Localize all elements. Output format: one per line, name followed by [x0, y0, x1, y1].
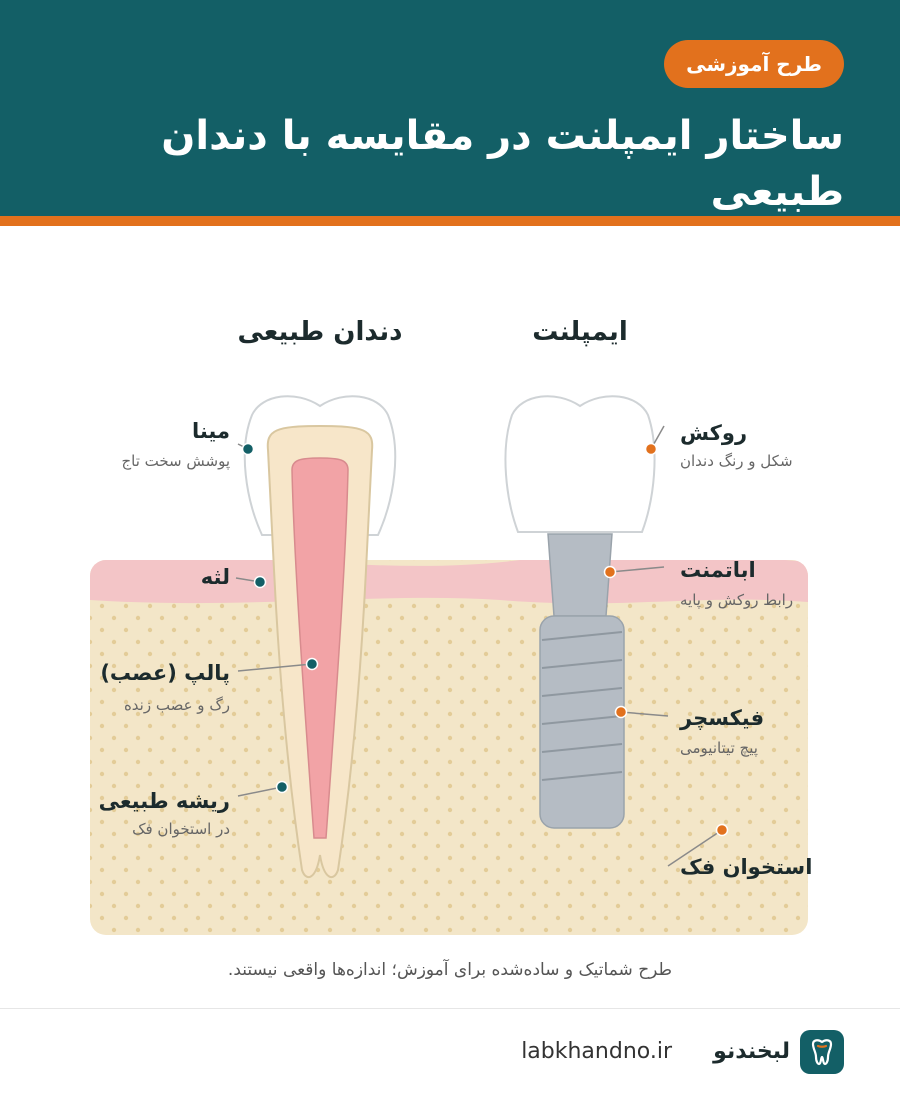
crown-sublabel: شکل و رنگ دندان [680, 452, 793, 470]
enamel-label: مینا [192, 419, 230, 443]
natural-pulp [291, 457, 349, 839]
page-title: ساختار ایمپلنت در مقایسه با دندان طبیعی [161, 113, 844, 215]
pulp-marker [305, 657, 319, 671]
natural-tooth [243, 395, 397, 879]
jaw-section [90, 560, 808, 935]
website-link[interactable]: labkhandno.ir [521, 1039, 672, 1064]
brand-logo[interactable] [800, 1030, 844, 1074]
natural-tooth-heading: دندان طبیعی [238, 317, 403, 347]
category-badge: طرح آموزشی [664, 40, 844, 88]
callout-fixture: فیکسچر پیچ تیتانیومی [614, 705, 764, 758]
callout-pulp: پالپ (عصب) رگ و عصب زنده [100, 657, 319, 714]
pulp-label: پالپ (عصب) [100, 661, 230, 685]
crown-label: روکش [680, 421, 747, 445]
callout-bone: استخوان فک [667, 823, 812, 879]
diagram-caption: طرح شماتیک و ساده‌شده برای آموزش؛ اندازه… [227, 960, 673, 980]
callout-crown: روکش شکل و رنگ دندان [644, 421, 793, 470]
callout-abutment: اباتمنت رابط روکش و پایه [603, 558, 793, 610]
fixture-marker [614, 705, 628, 719]
gum-marker [253, 575, 267, 589]
pulp-sublabel: رگ و عصب زنده [124, 696, 230, 714]
abutment-marker [603, 565, 617, 579]
crown-marker [644, 442, 658, 456]
implant-fixture [539, 615, 625, 829]
fixture-threads [541, 631, 623, 781]
abutment-sublabel: رابط روکش و پایه [680, 591, 793, 610]
brand-name: لبخندنو [713, 1039, 790, 1064]
bone-texture [90, 560, 808, 935]
root-marker [275, 780, 289, 794]
footer-divider [0, 1008, 900, 1009]
root-sublabel: در استخوان فک [132, 820, 230, 838]
root-label: ریشه طبیعی [99, 789, 230, 813]
dental-implant [504, 395, 656, 829]
fixture-label: فیکسچر [679, 706, 764, 730]
callout-gum: لثه [201, 565, 267, 589]
bone-marker [715, 823, 729, 837]
tooth-icon [811, 1039, 833, 1066]
gum-label: لثه [201, 565, 230, 589]
abutment-label: اباتمنت [680, 558, 756, 582]
header-accent-stripe [0, 216, 900, 226]
tooth-implant-diagram: دندان طبیعی ایمپلنت مینا پوشش سخت تاج [90, 317, 812, 935]
implant-abutment [547, 533, 613, 617]
callout-enamel: مینا پوشش سخت تاج [121, 419, 255, 471]
enamel-marker [241, 442, 255, 456]
implant-crown [504, 395, 656, 533]
fixture-sublabel: پیچ تیتانیومی [680, 739, 758, 758]
header-banner [0, 0, 900, 216]
implant-heading: ایمپلنت [532, 317, 627, 347]
bone-label: استخوان فک [680, 855, 812, 879]
enamel-sublabel: پوشش سخت تاج [121, 452, 230, 471]
gum-band [90, 560, 808, 604]
callout-root: ریشه طبیعی در استخوان فک [99, 780, 289, 838]
